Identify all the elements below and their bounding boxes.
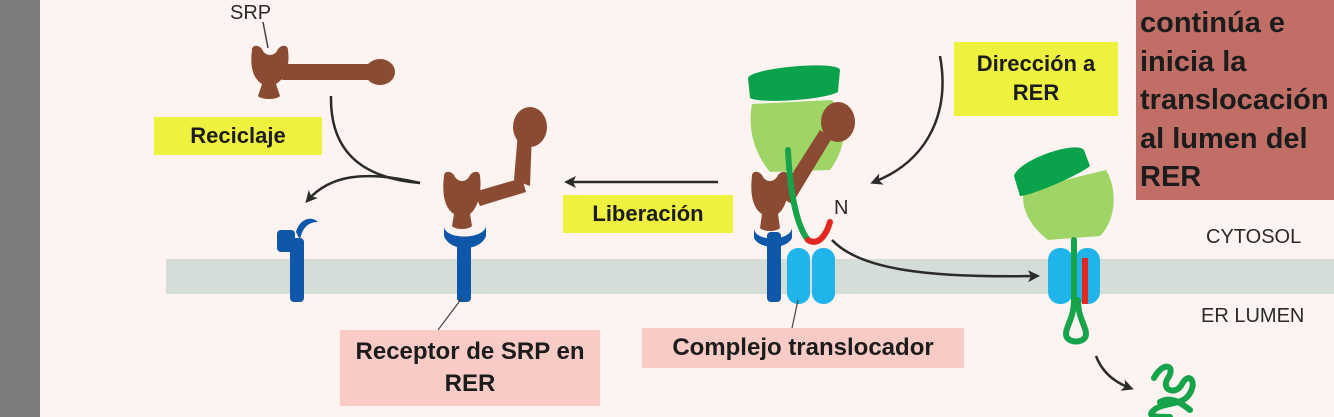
translocating-ribosome-icon <box>1014 147 1114 345</box>
folded-protein-icon <box>1148 363 1196 417</box>
complejo-label: Complejo translocador <box>642 328 964 368</box>
direction-arrow <box>870 55 944 185</box>
translocator-pointer-line <box>791 299 799 329</box>
srp-receptor-complex-icon <box>443 107 547 302</box>
srp-free-icon <box>251 21 395 99</box>
receptor-pointer-line <box>437 297 463 331</box>
side-text-box: continúa e inicia la translocación al lu… <box>1136 0 1334 200</box>
receptor-label-line2: RER <box>444 370 496 397</box>
receptor-label-line1: Receptor de SRP en <box>355 337 585 365</box>
direccion-label-line1: Dirección a <box>976 51 1096 77</box>
ribosome-complex-icon <box>748 65 855 304</box>
srp-label: SRP <box>230 2 272 24</box>
side-text-line: inicia la <box>1140 45 1247 78</box>
direccion-label: Dirección a RER <box>954 42 1118 116</box>
recycle-arrow-to-receptor <box>305 174 421 204</box>
cytosol-label: CYTOSOL <box>1206 226 1302 248</box>
left-edge-bar <box>0 0 40 417</box>
n-terminus-label: N <box>834 197 849 219</box>
direccion-label-line2: RER <box>1012 80 1060 105</box>
er-lumen-label: ER LUMEN <box>1201 305 1305 327</box>
er-membrane <box>166 259 1334 294</box>
srp-receptor-free-icon <box>277 218 318 302</box>
liberacion-label: Liberación <box>563 195 733 233</box>
side-text-line: translocación <box>1140 84 1329 117</box>
transfer-arrow <box>831 239 1040 283</box>
side-text-line: al lumen del <box>1140 122 1308 155</box>
side-text-line: continúa e <box>1140 7 1286 39</box>
side-text-line: RER <box>1140 161 1202 194</box>
recycle-arrow <box>329 95 421 185</box>
reciclaje-label: Reciclaje <box>154 117 322 155</box>
lumen-release-arrow <box>1094 355 1134 391</box>
receptor-label: Receptor de SRP en RER <box>340 330 600 406</box>
